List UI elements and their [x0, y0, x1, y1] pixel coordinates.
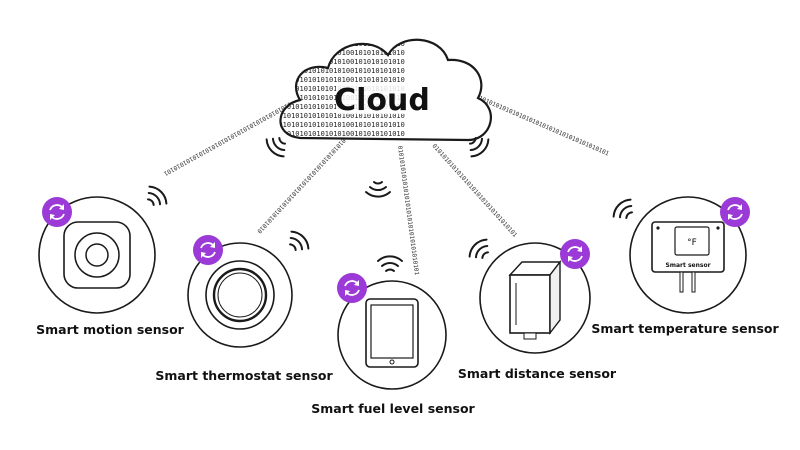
sensor-thermostat: Smart thermostat sensor: [155, 235, 333, 383]
wifi-icon: [469, 137, 490, 158]
wifi-icon: [289, 230, 310, 251]
thermostat-device: [205, 260, 275, 330]
cloud-title: Cloud: [334, 83, 430, 118]
fuel-level-device: [365, 298, 419, 368]
svg-text:010101010101010101001010101010: 01010101010101010100101010101010: [270, 76, 405, 84]
sensor-label-motion: Smart motion sensor: [36, 322, 185, 337]
svg-text:010101010101010101001010101010: 01010101010101010100101010101010: [270, 121, 405, 129]
connection-bits-temperature: 0101010101010101010101010101010101010101: [474, 93, 610, 157]
sensor-distance: Smart distance sensor: [458, 239, 617, 381]
svg-text:010101010101010101001010101010: 01010101010101010100101010101010: [270, 58, 405, 66]
wifi-icon: [377, 255, 403, 272]
wifi-icon: [365, 181, 391, 198]
cloud: 01010101010101010100101010101010 0101010…: [270, 38, 492, 142]
sync-icon: [560, 239, 590, 269]
svg-text:010101010101010101001010101010: 01010101010101010100101010101010: [270, 40, 405, 48]
device-label: Smart sensor: [665, 262, 710, 269]
wifi-icon: [147, 185, 168, 206]
wifi-icon: [468, 238, 489, 259]
svg-text:010101010101010101001010101010: 01010101010101010100101010101010: [270, 112, 405, 120]
wifi-icon: [265, 137, 286, 158]
sensor-fuel-level: Smart fuel level sensor: [311, 273, 476, 416]
distance-sensor-device: [508, 259, 562, 340]
svg-text:010101010101010101001010101010: 01010101010101010100101010101010: [270, 49, 405, 57]
sync-icon: [337, 273, 367, 303]
sync-icon: [42, 197, 72, 227]
wifi-icon: [612, 198, 633, 219]
sync-icon: [720, 197, 750, 227]
sync-icon: [193, 235, 223, 265]
sensor-label-temperature: Smart temperature sensor: [591, 321, 779, 336]
sensor-label-thermostat: Smart thermostat sensor: [155, 368, 333, 383]
sensor-label-fuel-level: Smart fuel level sensor: [311, 401, 475, 416]
sensor-temperature: °F Smart sensor Smart temperature sensor: [591, 196, 779, 336]
sensor-motion: Smart motion sensor: [36, 196, 185, 337]
temperature-sensor-device: °F Smart sensor: [651, 221, 725, 293]
svg-text:010101010101010101001010101010: 01010101010101010100101010101010: [270, 67, 405, 75]
svg-text:010101010101010101001010101010: 01010101010101010100101010101010: [270, 130, 405, 138]
motion-sensor-device: [63, 221, 131, 289]
temperature-unit: °F: [687, 238, 697, 248]
sensor-label-distance: Smart distance sensor: [458, 366, 617, 381]
